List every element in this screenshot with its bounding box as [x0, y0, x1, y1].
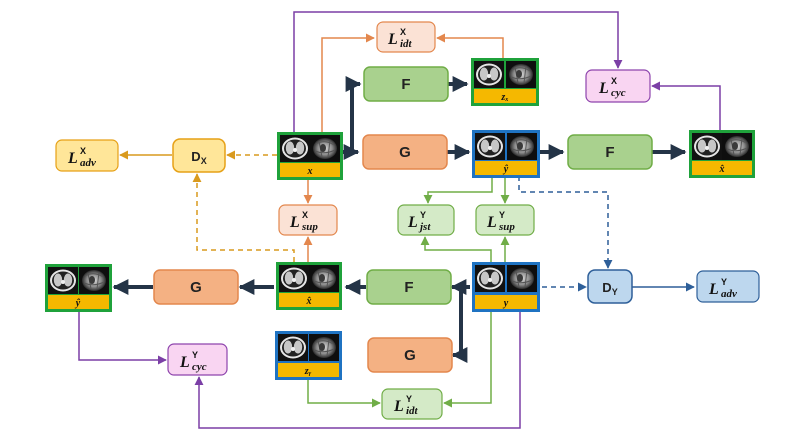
loss-l-adv-x: L X adv [55, 139, 119, 172]
dx-base: D [191, 149, 200, 164]
loss-l-cyc-x: L X cyc [585, 69, 651, 103]
loss-l-adv-y-sup: Y [721, 277, 727, 287]
loss-l-cyc-x-base: L [598, 80, 609, 97]
generator-f-right: F [567, 134, 653, 170]
loss-l-cyc-x-sub: cyc [611, 87, 626, 99]
loss-l-sup-y-sub: sup [498, 221, 515, 233]
loss-l-sup-x-sup: X [302, 210, 308, 220]
loss-l-cyc-y-sub: cyc [192, 361, 207, 373]
loss-l-adv-y: L Y adv [696, 270, 760, 303]
image-pair-zy: zᵧ [275, 331, 342, 380]
generator-g-left-label: G [190, 279, 202, 296]
arrow-yhat-left-to-l-cyc-y [78, 312, 167, 365]
image-caption-xhat-mid: x̂ [306, 296, 312, 307]
image-pair-zx: zₓ [471, 58, 539, 106]
arrow-xhat-to-l-cyc-x [651, 81, 721, 130]
image-pair-xhat-right: x̂ [689, 130, 755, 178]
image-pair-xhat-mid: x̂ [276, 262, 342, 310]
loss-l-cyc-y-base: L [179, 354, 190, 371]
loss-l-adv-x-base: L [67, 150, 78, 167]
loss-l-idt-y-base: L [393, 398, 404, 415]
generator-g-mid: G [362, 134, 448, 170]
loss-l-idt-y: L Y idt [381, 388, 443, 420]
image-caption-x: x [307, 166, 313, 177]
purple-arrows [78, 11, 721, 429]
generator-g-bottom: G [367, 337, 453, 373]
arrow-xhat-mid-to-dx [192, 173, 295, 262]
loss-l-idt-x-sup: X [400, 27, 406, 37]
arrow-x-to-l-cyc-x [293, 11, 623, 133]
loss-l-idt-y-sup: Y [406, 394, 412, 404]
generator-f-right-label: F [605, 144, 614, 161]
green-arrows [307, 176, 510, 408]
loss-l-adv-y-sub: adv [721, 288, 737, 300]
arrow-y-to-l-idt-y [443, 312, 492, 408]
image-caption-xhat-right: x̂ [719, 164, 725, 175]
discriminator-dx: DX [172, 138, 226, 173]
svg-text:DX: DX [191, 149, 206, 166]
dx-sub: X [201, 156, 207, 166]
generator-g-left: G [153, 269, 239, 305]
loss-l-jst-y-base: L [407, 214, 418, 231]
loss-l-sup-x-base: L [289, 214, 300, 231]
image-caption-yhat: ŷ [503, 164, 509, 175]
generator-g-bottom-label: G [404, 347, 416, 364]
loss-l-cyc-x-sup: X [611, 76, 617, 86]
loss-l-sup-y-base: L [486, 214, 497, 231]
dy-base: D [602, 280, 611, 295]
loss-l-idt-y-sub: idt [406, 405, 419, 417]
loss-l-adv-x-sub: adv [80, 157, 96, 169]
image-pair-yhat-left: ŷ [45, 264, 112, 312]
loss-l-sup-x-sub: sup [301, 221, 318, 233]
generator-f-mid-label: F [404, 279, 413, 296]
loss-l-jst-y-sup: Y [420, 210, 426, 220]
loss-l-idt-x: L X idt [376, 21, 436, 53]
image-caption-zx: zₓ [500, 92, 508, 103]
svg-text:DY: DY [602, 280, 617, 297]
image-pair-yhat: ŷ [472, 130, 540, 178]
arrow-y-to-l-jst-y [420, 236, 492, 262]
arrow-y-to-l-cyc-y [194, 312, 521, 429]
arrow-x-to-l-idt-x [321, 33, 375, 133]
loss-l-jst-y: L Y jst [397, 204, 455, 236]
image-caption-y: y [503, 298, 509, 309]
generator-f-mid: F [366, 269, 452, 305]
discriminator-y-arrows [518, 176, 695, 292]
arrow-zy-to-l-idt-y [307, 380, 381, 408]
arrow-y-to-g-bottom [451, 285, 470, 363]
image-pair-y: y [472, 262, 540, 312]
image-caption-yhat-left: ŷ [75, 298, 81, 309]
loss-l-cyc-y-sup: Y [192, 350, 198, 360]
loss-l-jst-y-sub: jst [418, 221, 431, 233]
generator-f-top: F [363, 66, 449, 102]
loss-l-adv-x-sup: X [80, 146, 86, 156]
main-path-arrows [112, 76, 687, 363]
loss-l-cyc-y: L Y cyc [167, 343, 228, 376]
discriminator-dy: DY [587, 269, 633, 304]
loss-l-sup-x: L X sup [278, 204, 338, 236]
loss-l-sup-y: L Y sup [475, 204, 535, 236]
loss-l-sup-y-sup: Y [499, 210, 505, 220]
loss-l-adv-y-base: L [708, 281, 719, 298]
generator-g-mid-label: G [399, 144, 411, 161]
generator-f-top-label: F [401, 76, 410, 93]
loss-l-idt-x-sub: idt [400, 38, 413, 50]
discriminator-x-arrows [119, 150, 295, 262]
arrow-yhat-to-l-jst-y [423, 176, 493, 204]
arrow-zx-to-l-idt-x [436, 33, 504, 58]
dy-sub: Y [612, 287, 618, 297]
arrow-x-to-f-top [341, 76, 362, 154]
orange-arrows [303, 33, 504, 262]
image-caption-zy: zᵧ [304, 366, 312, 377]
image-pair-x: x [277, 132, 343, 180]
loss-l-idt-x-base: L [387, 31, 398, 48]
